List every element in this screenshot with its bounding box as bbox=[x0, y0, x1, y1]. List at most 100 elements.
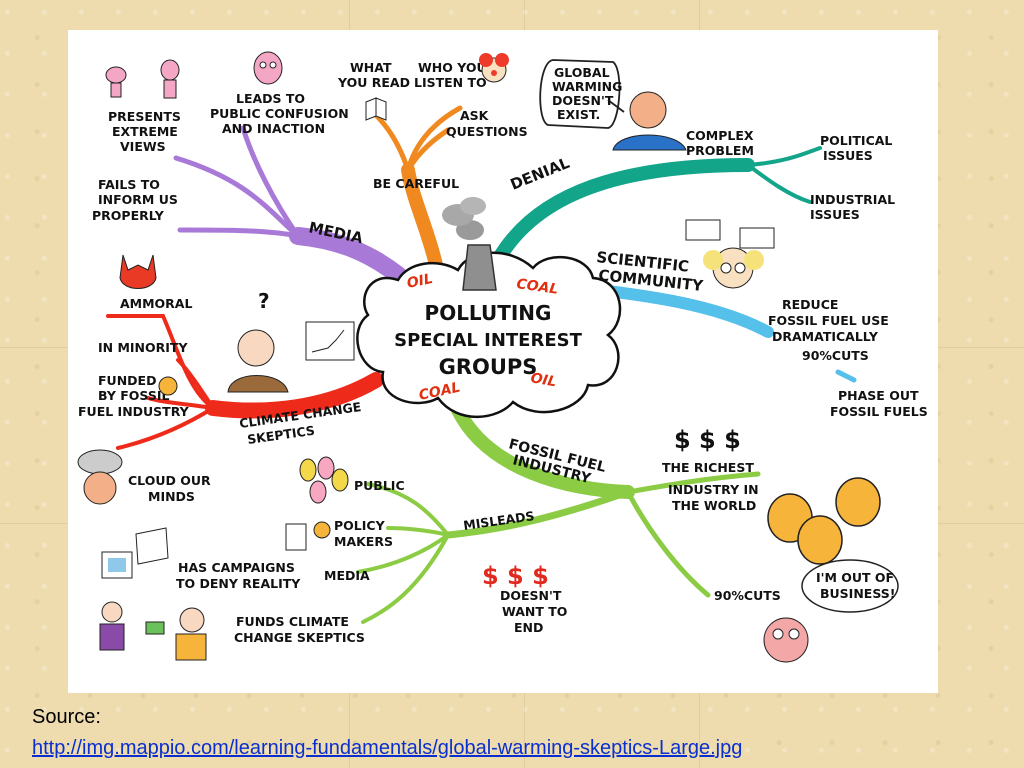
svg-text:BUSINESS!: BUSINESS! bbox=[820, 586, 895, 601]
misleads-node-policy: POLICY MAKERS bbox=[334, 518, 393, 549]
svg-text:THE RICHEST: THE RICHEST bbox=[662, 460, 754, 475]
denial-node-complex: COMPLEX PROBLEM bbox=[686, 128, 754, 158]
skeptics-branch bbox=[106, 314, 384, 450]
svg-text:PROPERLY: PROPERLY bbox=[92, 208, 165, 223]
careful-node-who: WHO YOU LISTEN TO bbox=[414, 60, 487, 90]
source-link[interactable]: http://img.mappio.com/learning-fundament… bbox=[32, 737, 743, 759]
industry-branch bbox=[356, 403, 761, 624]
misleads-node-campaigns: HAS CAMPAIGNS TO DENY REALITY bbox=[176, 560, 301, 591]
denial-speech-bubble: GLOBAL WARMING DOESN'T EXIST. bbox=[539, 59, 625, 129]
svg-text:VIEWS: VIEWS bbox=[120, 139, 166, 154]
science-node-reduce: REDUCE FOSSIL FUEL USE DRAMATICALLY bbox=[768, 297, 889, 344]
svg-text:LISTEN TO: LISTEN TO bbox=[414, 75, 487, 90]
svg-text:ISSUES: ISSUES bbox=[810, 207, 860, 222]
dollar-signs-red: $ $ $ bbox=[482, 562, 549, 590]
denial-node-industrial: INDUSTRIAL ISSUES bbox=[810, 192, 895, 222]
svg-text:EXTREME: EXTREME bbox=[112, 124, 178, 139]
public-faces-icon bbox=[299, 456, 349, 504]
fuel-label-oil-bottom: OIL bbox=[529, 370, 557, 390]
smokestack-icon bbox=[442, 197, 497, 291]
policy-makers-icon bbox=[285, 521, 331, 551]
svg-text:WHO YOU: WHO YOU bbox=[418, 60, 487, 75]
industry-node-cuts: 90%CUTS bbox=[714, 588, 781, 603]
svg-text:HAS CAMPAIGNS: HAS CAMPAIGNS bbox=[178, 560, 295, 575]
careful-node-what: WHAT YOU READ bbox=[337, 60, 410, 90]
svg-text:?: ? bbox=[258, 289, 270, 313]
svg-text:FUNDS CLIMATE: FUNDS CLIMATE bbox=[236, 614, 349, 629]
svg-text:FUNDED: FUNDED bbox=[98, 373, 156, 388]
svg-text:INFORM US: INFORM US bbox=[98, 192, 178, 207]
svg-text:WARMING: WARMING bbox=[552, 79, 622, 94]
svg-text:TO DENY REALITY: TO DENY REALITY bbox=[176, 576, 301, 591]
science-node-phase: PHASE OUT FOSSIL FUELS bbox=[830, 388, 928, 419]
branch-label-be-careful: BE CAREFUL bbox=[373, 176, 459, 191]
source-label: Source: bbox=[32, 706, 101, 728]
tv-book-icon bbox=[101, 527, 169, 579]
svg-text:THE WORLD: THE WORLD bbox=[672, 498, 756, 513]
svg-text:ASK: ASK bbox=[460, 108, 490, 123]
svg-text:LEADS TO: LEADS TO bbox=[236, 91, 305, 106]
scientist-icon bbox=[685, 219, 775, 289]
fuel-label-coal-top: COAL bbox=[515, 276, 559, 298]
svg-text:MINDS: MINDS bbox=[148, 489, 195, 504]
money-bag-small-icon bbox=[158, 376, 178, 396]
svg-text:CHANGE SKEPTICS: CHANGE SKEPTICS bbox=[234, 630, 365, 645]
branch-label-denial: DENIAL bbox=[508, 154, 573, 194]
denier-man-icon bbox=[612, 91, 687, 151]
money-bags-icon bbox=[767, 477, 881, 565]
svg-text:DOESN'T: DOESN'T bbox=[552, 93, 614, 108]
misleads-node-media: MEDIA bbox=[324, 568, 370, 583]
skeptic-node-ammoral: AMMORAL bbox=[120, 296, 192, 311]
center-title-line1: POLLUTING bbox=[425, 301, 552, 325]
cloud-head-icon bbox=[77, 449, 123, 505]
svg-text:YOU READ: YOU READ bbox=[337, 75, 410, 90]
mind-map: POLLUTING SPECIAL INTEREST GROUPS OIL CO… bbox=[77, 51, 928, 663]
out-of-business-bubble: I'M OUT OF BUSINESS! bbox=[801, 559, 899, 613]
devil-icon bbox=[119, 254, 157, 289]
svg-text:GLOBAL: GLOBAL bbox=[554, 65, 610, 80]
svg-text:WANT TO: WANT TO bbox=[502, 604, 567, 619]
industry-node-doesnt: DOESN'T WANT TO END bbox=[500, 588, 567, 635]
svg-text:FAILS TO: FAILS TO bbox=[98, 177, 160, 192]
funding-exchange-icon bbox=[99, 601, 207, 661]
skeptic-node-minority: IN MINORITY bbox=[98, 340, 188, 355]
media-node-leads: LEADS TO PUBLIC CONFUSION AND INACTION bbox=[210, 91, 349, 136]
svg-text:FOSSIL FUEL USE: FOSSIL FUEL USE bbox=[768, 313, 889, 328]
svg-text:QUESTIONS: QUESTIONS bbox=[446, 124, 528, 139]
svg-text:CLOUD OUR: CLOUD OUR bbox=[128, 473, 211, 488]
center-title-line3: GROUPS bbox=[439, 355, 538, 379]
svg-text:EXIST.: EXIST. bbox=[557, 107, 600, 122]
science-node-cuts: 90%CUTS bbox=[802, 348, 869, 363]
svg-text:MAKERS: MAKERS bbox=[334, 534, 393, 549]
misleads-node-public: PUBLIC bbox=[354, 478, 405, 493]
svg-text:PRESENTS: PRESENTS bbox=[108, 109, 181, 124]
center-title-line2: SPECIAL INTEREST bbox=[394, 330, 582, 351]
confused-face-icon bbox=[253, 51, 283, 85]
svg-text:REDUCE: REDUCE bbox=[782, 297, 838, 312]
book-icon bbox=[365, 97, 387, 121]
svg-text:END: END bbox=[514, 620, 543, 635]
industry-node-richest: THE RICHEST INDUSTRY IN THE WORLD bbox=[662, 460, 759, 513]
svg-text:INDUSTRIAL: INDUSTRIAL bbox=[810, 192, 895, 207]
svg-text:COMPLEX: COMPLEX bbox=[686, 128, 754, 143]
skeptic-node-cloud: CLOUD OUR MINDS bbox=[128, 473, 211, 504]
svg-text:WHAT: WHAT bbox=[350, 60, 392, 75]
media-node-fails: FAILS TO INFORM US PROPERLY bbox=[92, 177, 178, 223]
misleads-node-funds: FUNDS CLIMATE CHANGE SKEPTICS bbox=[234, 614, 365, 645]
skeptic-node-funded: FUNDED BY FOSSIL FUEL INDUSTRY bbox=[78, 373, 190, 419]
svg-text:FUEL INDUSTRY: FUEL INDUSTRY bbox=[78, 404, 190, 419]
denial-node-political: POLITICAL ISSUES bbox=[820, 133, 892, 163]
denial-branch bbox=[491, 146, 822, 267]
svg-text:BY FOSSIL: BY FOSSIL bbox=[98, 388, 170, 403]
svg-text:PUBLIC CONFUSION: PUBLIC CONFUSION bbox=[210, 106, 349, 121]
media-branch bbox=[173, 125, 407, 284]
worried-man-icon bbox=[763, 617, 809, 663]
mind-map-panel: POLLUTING SPECIAL INTEREST GROUPS OIL CO… bbox=[68, 30, 938, 693]
dollar-signs-top: $ $ $ bbox=[674, 426, 741, 454]
svg-text:ISSUES: ISSUES bbox=[823, 148, 873, 163]
media-node-presents: PRESENTS EXTREME VIEWS bbox=[108, 109, 181, 154]
svg-text:I'M OUT OF: I'M OUT OF bbox=[816, 570, 894, 585]
svg-text:DRAMATICALLY: DRAMATICALLY bbox=[772, 329, 879, 344]
clown-icon bbox=[479, 53, 509, 83]
svg-text:PROBLEM: PROBLEM bbox=[686, 143, 754, 158]
